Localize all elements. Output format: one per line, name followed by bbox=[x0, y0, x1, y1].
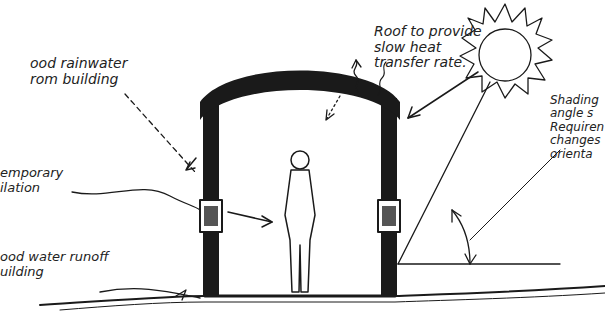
leader-line bbox=[125, 94, 195, 172]
sun-symbol bbox=[460, 4, 552, 98]
roof-arch bbox=[200, 71, 400, 121]
shading-note: Shading angle s Requiren changes orienta bbox=[550, 94, 605, 161]
sun-ray-arrow bbox=[408, 72, 478, 118]
left-window bbox=[200, 200, 222, 232]
ventilation-leader bbox=[72, 190, 200, 210]
arrow-head bbox=[408, 107, 420, 118]
sun-disc bbox=[479, 29, 531, 81]
right-window-pane bbox=[382, 206, 396, 226]
rain-arrow bbox=[186, 158, 196, 170]
rainwater-note: ood rainwater rom building bbox=[30, 56, 142, 87]
person-body bbox=[285, 170, 315, 292]
sun-rays bbox=[460, 4, 552, 98]
right-window bbox=[378, 200, 400, 232]
horizon-line bbox=[398, 263, 560, 264]
floor-line bbox=[205, 295, 395, 298]
ventilation-arrow bbox=[228, 212, 272, 222]
shading-angle-arc bbox=[452, 210, 470, 264]
arrow-head bbox=[326, 110, 334, 120]
heat-wave bbox=[354, 60, 358, 92]
roof-note: Roof to provide slow heat transfer rate. bbox=[374, 24, 482, 71]
illustration bbox=[40, 4, 605, 310]
person-figure bbox=[285, 151, 315, 292]
arrow-head bbox=[352, 60, 361, 68]
right-wall bbox=[381, 98, 397, 296]
flood-note: ood water runoff uilding bbox=[0, 250, 128, 279]
leader-line bbox=[470, 150, 560, 240]
left-wall bbox=[203, 98, 219, 296]
flood-arrow bbox=[176, 290, 186, 300]
arrow-head bbox=[262, 216, 272, 227]
ventilation-note: emporary ilation bbox=[0, 166, 78, 195]
left-window-pane bbox=[204, 206, 218, 226]
heat-inflow bbox=[326, 96, 340, 120]
ground-hatch bbox=[60, 293, 605, 310]
shading-line bbox=[398, 82, 490, 264]
person-head bbox=[291, 151, 309, 169]
